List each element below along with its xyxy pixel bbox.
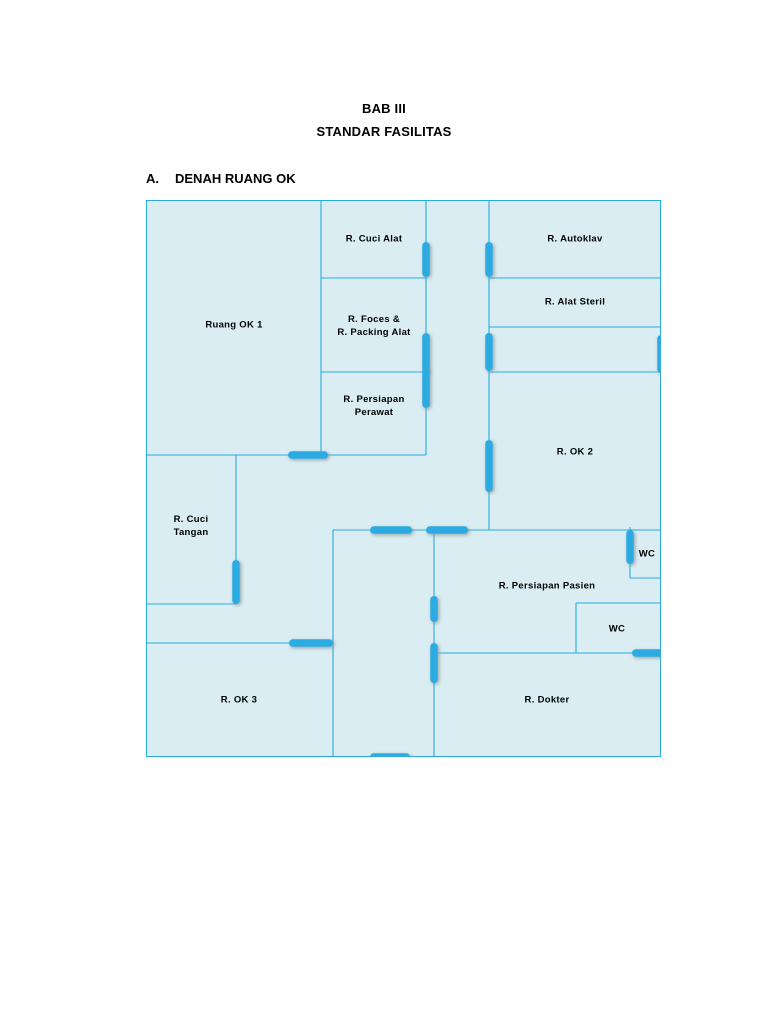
section-title: DENAH RUANG OK	[175, 171, 296, 186]
plan-background	[146, 200, 661, 757]
section-heading: A. DENAH RUANG OK	[146, 171, 296, 186]
room-fill-layer	[146, 200, 661, 757]
door-corridor-top-left-icon	[370, 526, 412, 534]
door-corridor-top-right-icon	[426, 526, 468, 534]
door-autoklav-icon	[485, 242, 493, 277]
section-letter: A.	[146, 171, 159, 186]
door-layer	[232, 242, 661, 757]
door-steril-corridor-icon	[485, 333, 493, 371]
door-right-edge-icon	[657, 335, 661, 373]
door-ok2-corridor-icon	[485, 440, 493, 492]
door-corridor-low-icon	[430, 643, 438, 683]
door-cuci-alat-icon	[422, 242, 430, 277]
door-cuci-tangan-icon	[232, 560, 240, 604]
door-ok1-exit-icon	[288, 451, 328, 459]
door-corridor-mid-icon	[430, 596, 438, 622]
door-ok3-corridor-icon	[289, 639, 333, 647]
chapter-title: BAB III	[361, 101, 406, 116]
floorplan-svg	[146, 200, 661, 757]
door-wc1-icon	[626, 530, 634, 564]
door-persiapan-perawat-icon	[422, 368, 430, 408]
door-corridor-bottom-icon	[370, 753, 410, 757]
door-wc2-icon	[632, 649, 661, 657]
door-packing-alat-icon	[422, 333, 430, 373]
chapter-subtitle: STANDAR FASILITAS	[316, 124, 452, 139]
